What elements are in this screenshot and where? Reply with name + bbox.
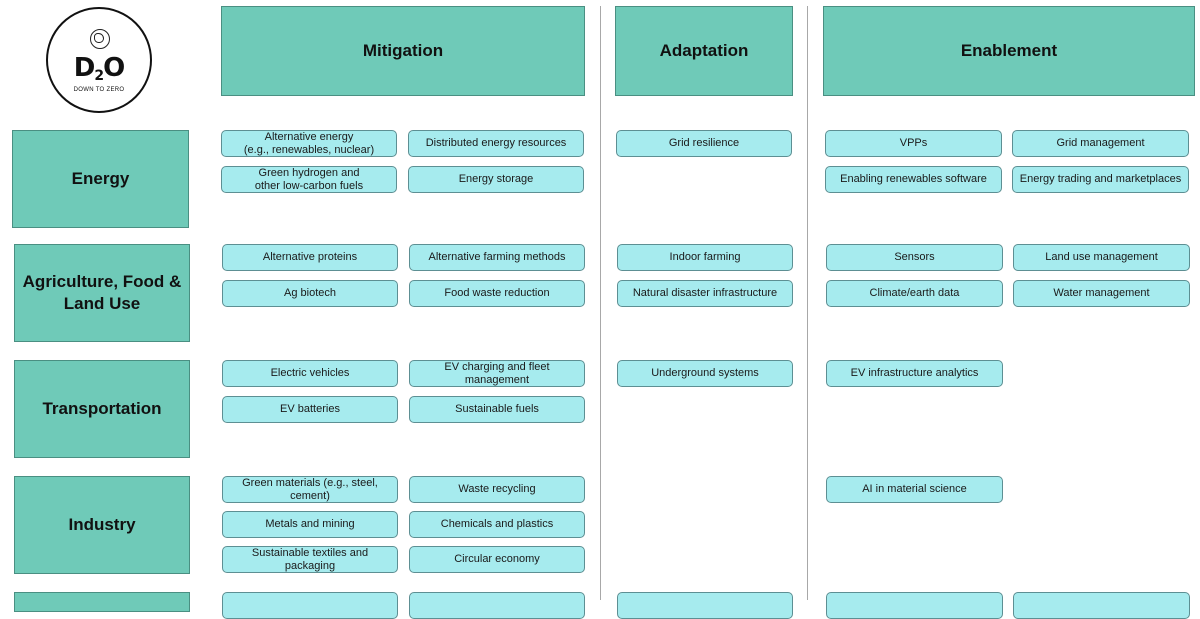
column-header-mitigation: Mitigation: [221, 6, 585, 96]
topic-chip: Grid management: [1012, 130, 1189, 157]
topic-chip: Indoor farming: [617, 244, 793, 271]
topic-chip: EV charging and fleet management: [409, 360, 585, 387]
column-divider: [600, 6, 601, 600]
row-header-industry: Industry: [14, 476, 190, 574]
topic-chip: Metals and mining: [222, 511, 398, 538]
topic-chip: Distributed energy resources: [408, 130, 584, 157]
row-header-partial: [14, 592, 190, 612]
column-divider: [807, 6, 808, 600]
topic-chip-partial: [409, 592, 585, 619]
row-header-energy: Energy: [12, 130, 189, 228]
column-header-enablement: Enablement: [823, 6, 1195, 96]
logo-mark: D2O: [73, 53, 125, 84]
topic-chip: Climate/earth data: [826, 280, 1003, 307]
topic-chip: Chemicals and plastics: [409, 511, 585, 538]
topic-chip: Alternative farming methods: [409, 244, 585, 271]
topic-chip: Alternative energy (e.g., renewables, nu…: [221, 130, 397, 157]
topic-chip-partial: [617, 592, 793, 619]
row-header-transportation: Transportation: [14, 360, 190, 458]
topic-chip: AI in material science: [826, 476, 1003, 503]
topic-chip: Green materials (e.g., steel, cement): [222, 476, 398, 503]
globe-icon: [90, 29, 110, 49]
topic-chip: Sustainable fuels: [409, 396, 585, 423]
topic-chip: Energy trading and marketplaces: [1012, 166, 1189, 193]
topic-chip: Waste recycling: [409, 476, 585, 503]
topic-chip: EV infrastructure analytics: [826, 360, 1003, 387]
column-header-adaptation: Adaptation: [615, 6, 793, 96]
topic-chip: Sustainable textiles and packaging: [222, 546, 398, 573]
topic-chip: Underground systems: [617, 360, 793, 387]
topic-chip: Circular economy: [409, 546, 585, 573]
topic-chip: VPPs: [825, 130, 1002, 157]
topic-chip: EV batteries: [222, 396, 398, 423]
topic-chip: Sensors: [826, 244, 1003, 271]
topic-chip: Ag biotech: [222, 280, 398, 307]
topic-chip-partial: [222, 592, 398, 619]
topic-chip: Energy storage: [408, 166, 584, 193]
topic-chip: Green hydrogen and other low-carbon fuel…: [221, 166, 397, 193]
topic-chip: Grid resilience: [616, 130, 792, 157]
topic-chip: Natural disaster infrastructure: [617, 280, 793, 307]
topic-chip: Electric vehicles: [222, 360, 398, 387]
topic-chip: Land use management: [1013, 244, 1190, 271]
logo-tagline: DOWN TO ZERO: [73, 87, 125, 93]
d2o-logo: D2O DOWN TO ZERO: [46, 7, 152, 113]
topic-chip: Food waste reduction: [409, 280, 585, 307]
row-header-agriculture: Agriculture, Food & Land Use: [14, 244, 190, 342]
topic-chip: Water management: [1013, 280, 1190, 307]
topic-chip: Alternative proteins: [222, 244, 398, 271]
topic-chip-partial: [826, 592, 1003, 619]
topic-chip: Enabling renewables software: [825, 166, 1002, 193]
topic-chip-partial: [1013, 592, 1190, 619]
